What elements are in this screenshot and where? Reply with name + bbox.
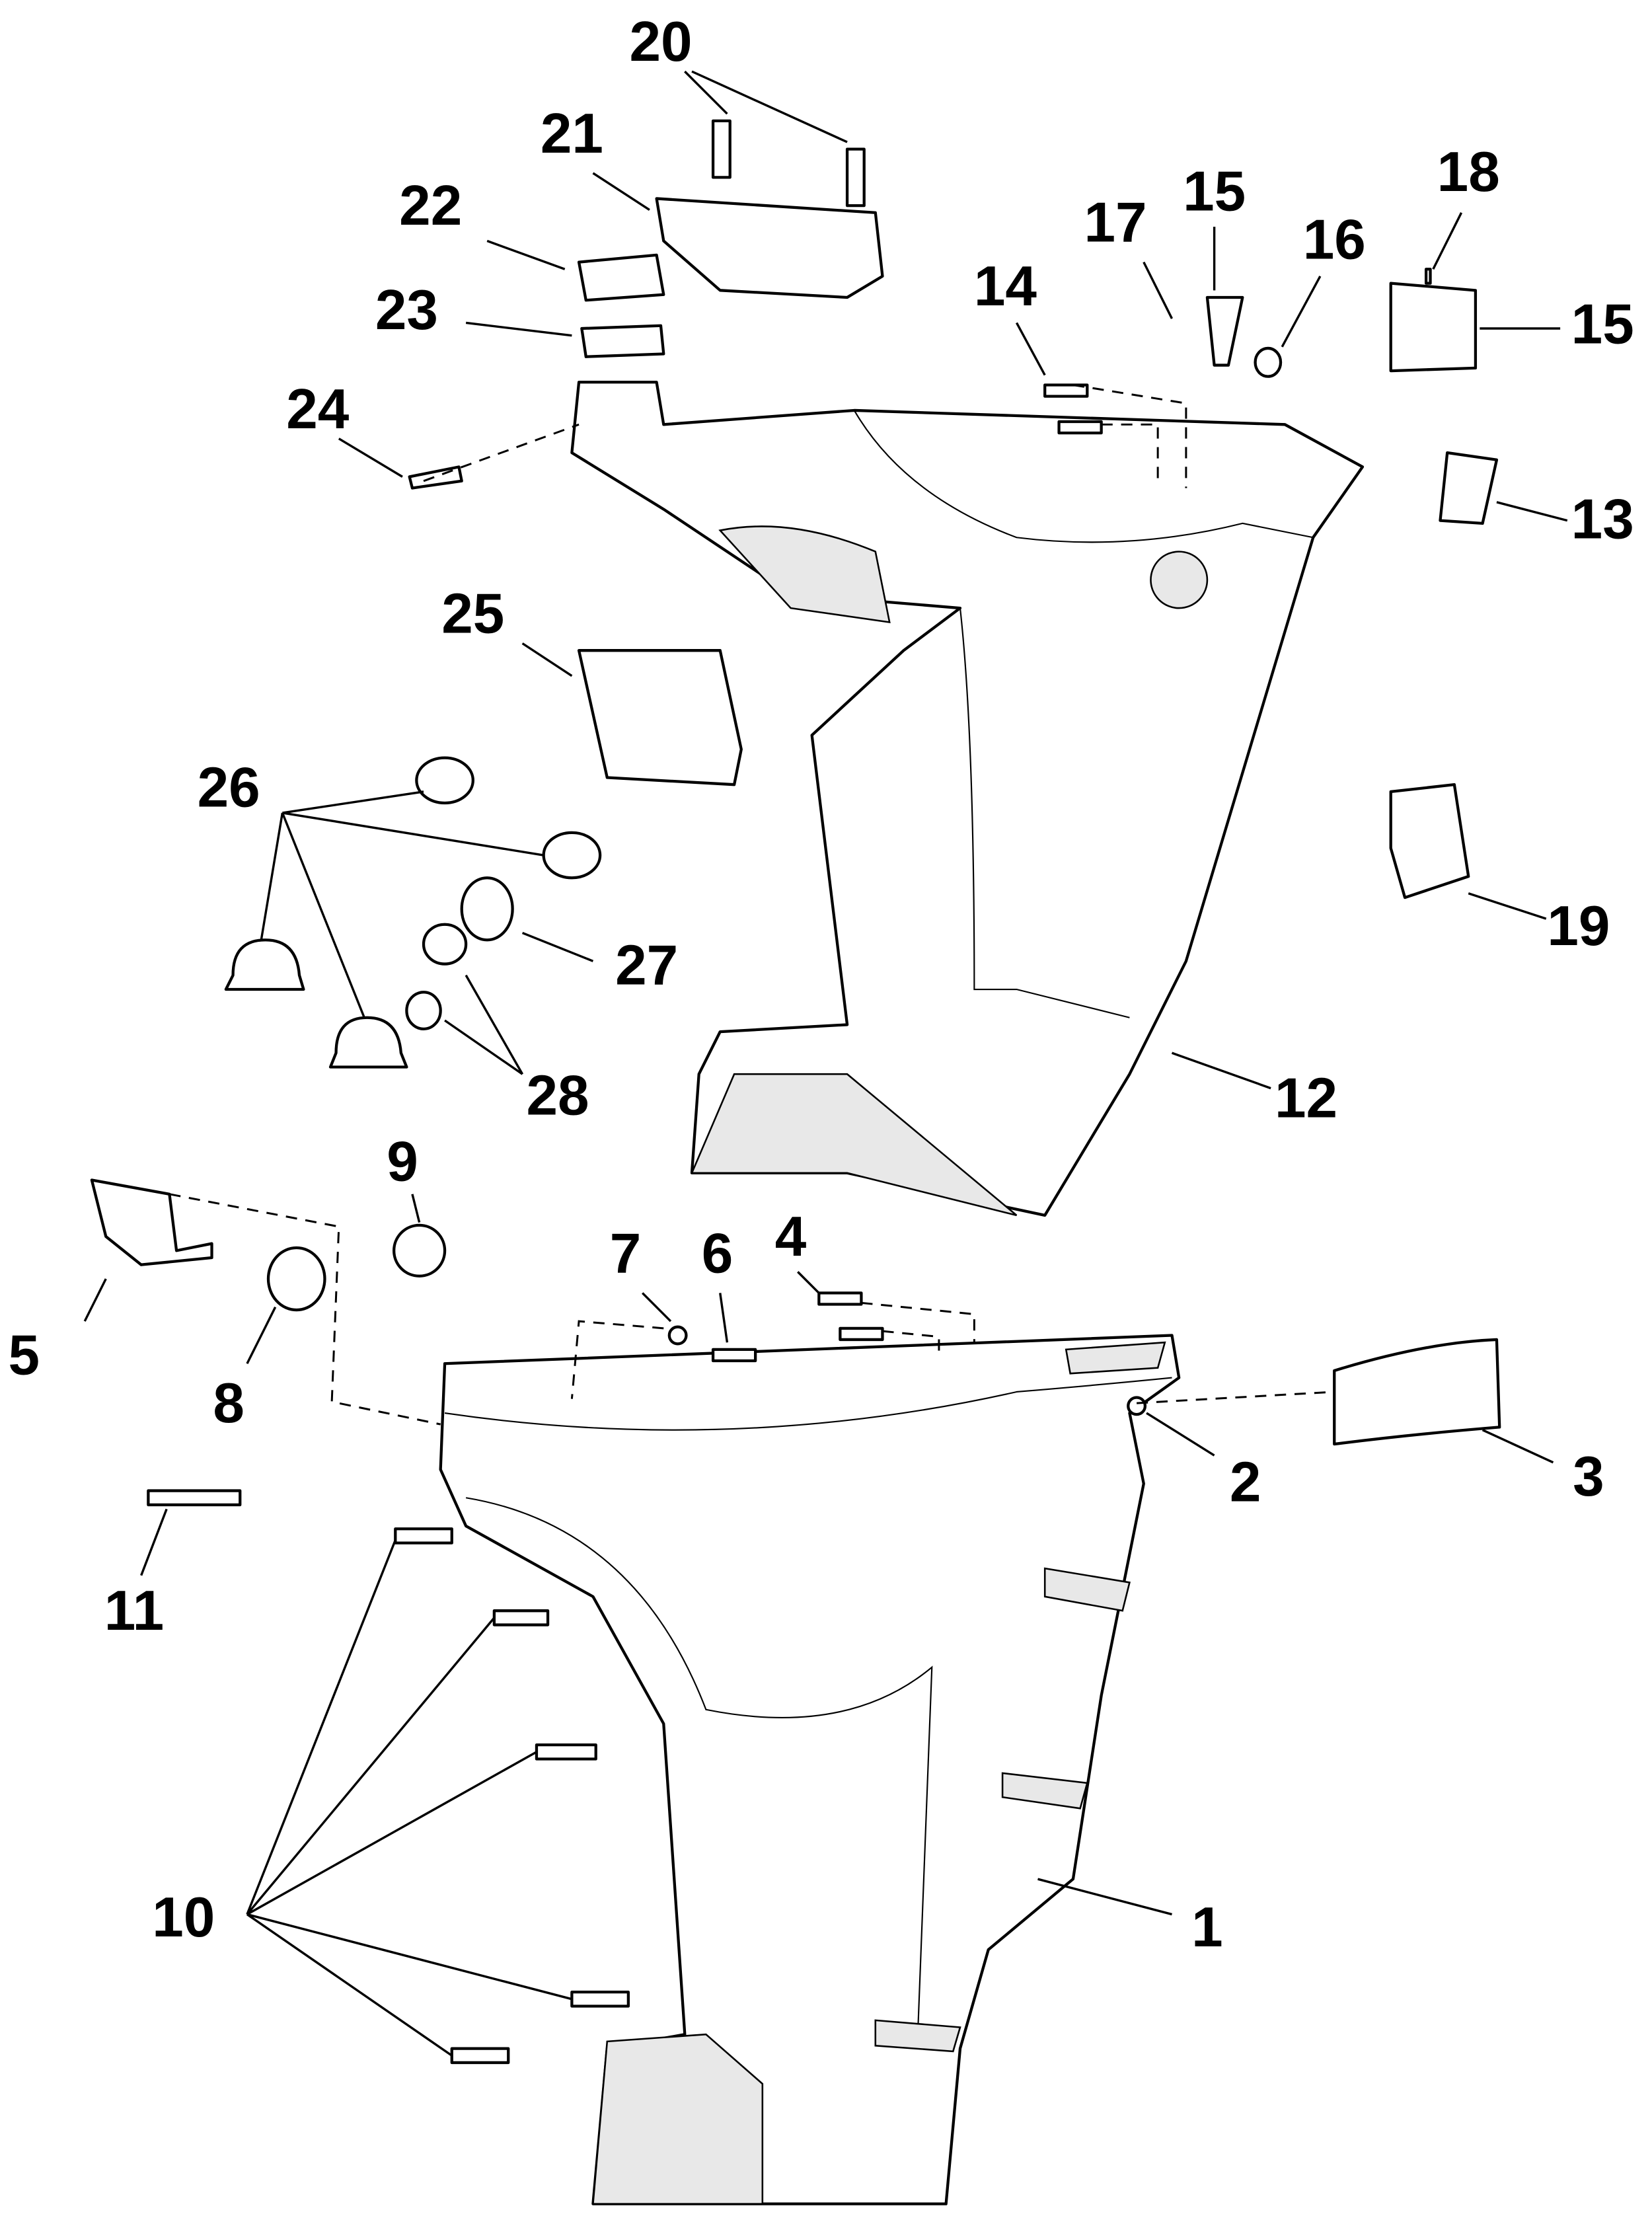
- grommets-26: [224, 756, 602, 1069]
- cover-part-25: [577, 649, 743, 786]
- callout-19: 19: [1547, 895, 1610, 958]
- callout-9: 9: [387, 1131, 418, 1194]
- screws: [147, 119, 1432, 2065]
- callout-15-right: 15: [1571, 293, 1634, 356]
- callout-20: 20: [629, 11, 692, 73]
- callout-22: 22: [399, 174, 462, 237]
- washer-8: [266, 1246, 326, 1312]
- callout-4: 4: [775, 1205, 807, 1268]
- callout-15: 15: [1183, 161, 1246, 223]
- callouts: 20 21 22 23 24 25 26 27 28 9 7 6 4 5 8 1…: [9, 11, 1634, 1959]
- callout-2: 2: [1230, 1451, 1261, 1514]
- trim-part-3: [1333, 1338, 1501, 1446]
- screw-24: [408, 465, 463, 490]
- callout-6: 6: [702, 1223, 733, 1285]
- callout-26: 26: [198, 756, 260, 819]
- callout-28: 28: [526, 1064, 589, 1127]
- cap-9: [393, 1223, 447, 1278]
- part-15-right: [1389, 282, 1478, 373]
- callout-11: 11: [104, 1580, 164, 1642]
- lower-cowl-part-1: [439, 1334, 1181, 2205]
- part-23: [580, 324, 665, 358]
- callout-12: 12: [1275, 1067, 1337, 1130]
- callout-18: 18: [1437, 141, 1500, 204]
- callout-17: 17: [1084, 192, 1146, 254]
- callout-8: 8: [213, 1372, 244, 1435]
- assembly-lines: [169, 384, 1335, 1426]
- callout-5: 5: [9, 1324, 40, 1387]
- part-22: [577, 253, 665, 302]
- part-19: [1389, 783, 1470, 899]
- parts-27-28: [405, 876, 514, 1030]
- latch-15: [1205, 295, 1244, 367]
- callout-24: 24: [286, 378, 350, 441]
- callout-14: 14: [974, 255, 1037, 318]
- callout-10: 10: [152, 1886, 215, 1949]
- callout-21: 21: [541, 102, 603, 165]
- ring-16: [1254, 346, 1283, 378]
- connector-5: [90, 1178, 213, 1266]
- callout-13: 13: [1571, 488, 1634, 551]
- callout-27: 27: [615, 935, 678, 997]
- cover-part-21: [655, 197, 884, 299]
- leader-lines: [83, 70, 1568, 2057]
- callout-25: 25: [441, 583, 504, 646]
- callout-23: 23: [375, 279, 438, 342]
- part-13: [1439, 451, 1499, 525]
- callout-7: 7: [610, 1223, 642, 1285]
- upper-cowl-part-12: [570, 381, 1365, 1217]
- callout-3: 3: [1573, 1445, 1604, 1508]
- callout-1: 1: [1191, 1896, 1223, 1959]
- callout-16: 16: [1303, 208, 1366, 271]
